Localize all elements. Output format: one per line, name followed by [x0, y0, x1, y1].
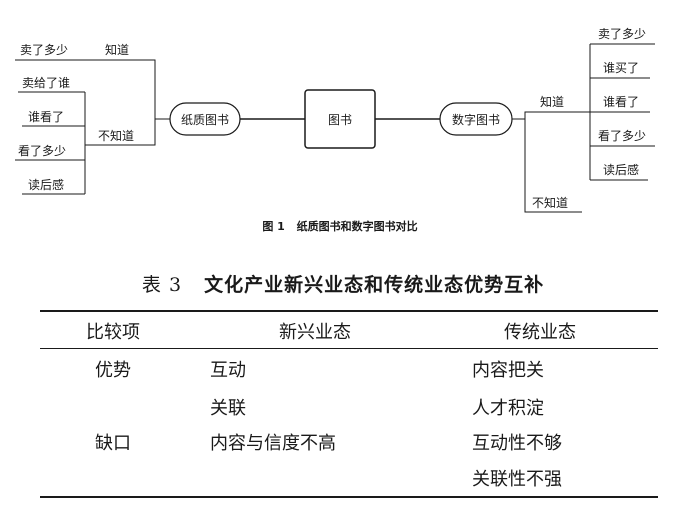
paper-book-label: 纸质图书 [181, 113, 229, 127]
table-row: 缺口 内容与信度不高 互动性不够 [0, 429, 680, 459]
digital-book-label: 数字图书 [452, 112, 500, 127]
table-cell: 互动 [210, 360, 246, 381]
digital-known-item: 看了多少 [598, 129, 646, 143]
table-title: 表 3 文化产业新兴业态和传统业态优势互补 [0, 270, 680, 297]
paper-unknown-item: 谁看了 [28, 110, 64, 124]
paper-known-branch: 知道 [105, 43, 129, 57]
header-cell: 比较项 [86, 322, 140, 343]
table-row: 关联性不强 [0, 465, 680, 495]
paper-unknown-item: 读后感 [28, 177, 64, 192]
mind-map-diagram: 图书 纸质图书 数字图书 知道 不知道 卖了多少 卖给了谁 谁看了 看了多少 读… [15, 27, 655, 213]
table-header-rule [40, 348, 658, 349]
digital-known-branch: 知道 [540, 95, 564, 109]
table-cell: 人才积淀 [472, 398, 544, 419]
table-title-text: 文化产业新兴业态和传统业态优势互补 [204, 274, 545, 296]
table-top-rule [40, 310, 658, 312]
table-cell: 缺口 [95, 433, 131, 454]
paper-unknown-item: 卖给了谁 [22, 76, 70, 90]
paper-known-item: 卖了多少 [20, 43, 68, 57]
digital-known-item: 谁看了 [603, 95, 639, 109]
table-label: 表 3 [141, 274, 183, 296]
center-node-label: 图书 [328, 113, 352, 127]
table-header-row: 比较项 新兴业态 传统业态 [0, 318, 680, 348]
table-cell: 互动性不够 [472, 433, 562, 454]
table-cell: 内容与信度不高 [210, 433, 336, 454]
paper-unknown-branch: 不知道 [98, 129, 134, 143]
table-cell: 关联性不强 [472, 469, 562, 490]
table-bottom-rule [40, 496, 658, 498]
figure-number: 图 1 [262, 220, 285, 233]
digital-known-item: 读后感 [603, 162, 639, 177]
table-cell: 关联 [210, 398, 246, 419]
digital-unknown-branch: 不知道 [532, 196, 568, 210]
digital-known-item: 谁买了 [603, 61, 639, 75]
table-cell: 优势 [95, 360, 131, 381]
header-cell: 传统业态 [504, 322, 576, 343]
digital-known-item: 卖了多少 [598, 27, 646, 41]
paper-unknown-item: 看了多少 [18, 144, 66, 158]
figure-caption-text: 纸质图书和数字图书对比 [296, 220, 418, 233]
table-row: 关联 人才积淀 [0, 394, 680, 424]
table-row: 优势 互动 内容把关 [0, 356, 680, 386]
table-cell: 内容把关 [472, 360, 544, 381]
header-cell: 新兴业态 [279, 322, 351, 343]
figure-caption: 图 1 纸质图书和数字图书对比 [0, 218, 680, 234]
